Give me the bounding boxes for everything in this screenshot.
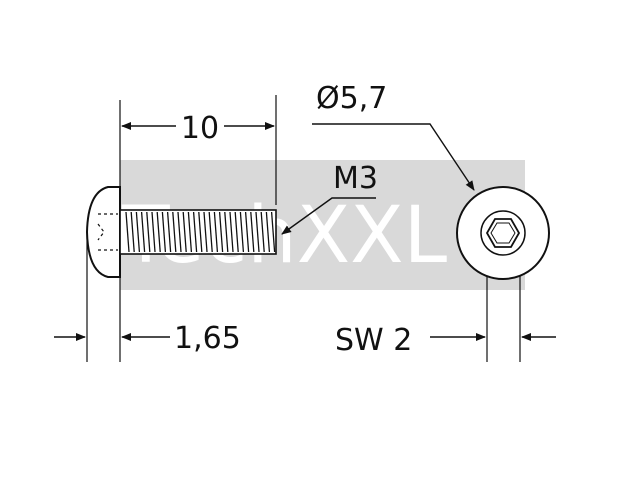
thread-line: [208, 211, 213, 253]
thread-lines: [125, 211, 276, 253]
thread-line: [182, 211, 187, 253]
screw-head: [85, 186, 121, 278]
head-outline-circle: [456, 186, 550, 280]
thread-line: [140, 211, 146, 253]
thread-line: [203, 211, 208, 253]
hex-socket-inner: [490, 222, 516, 244]
dimension-diameter: [312, 123, 475, 191]
thread-line: [250, 211, 255, 253]
thread-line: [244, 211, 250, 253]
dimension-length-label: 10: [181, 111, 219, 146]
thread-line: [156, 211, 161, 253]
dimension-key-size-label: SW 2: [335, 323, 412, 358]
thread-line: [135, 211, 141, 253]
thread-line: [172, 211, 177, 253]
dimension-head-height-label: 1,65: [174, 321, 241, 356]
dimension-thread-label: M3: [333, 161, 378, 196]
thread-line: [125, 211, 130, 253]
thread-line: [166, 211, 172, 253]
screw-side-view: [85, 186, 277, 278]
screw-shank: [119, 209, 277, 255]
thread-line: [265, 211, 271, 253]
hex-socket: [485, 218, 521, 248]
thread-line: [187, 211, 193, 253]
dimension-diameter-label: Ø5,7: [316, 81, 387, 116]
thread-line: [146, 211, 151, 253]
thread-line: [213, 211, 219, 253]
thread-line: [229, 211, 234, 253]
thread-line: [218, 211, 224, 253]
thread-line: [234, 211, 239, 253]
screw-end-view: [456, 186, 550, 280]
thread-line: [270, 211, 276, 253]
thread-line: [198, 211, 203, 253]
thread-line: [260, 211, 265, 253]
thread-line: [239, 211, 245, 253]
thread-line: [192, 211, 198, 253]
thread-line: [224, 211, 229, 253]
thread-line: [161, 211, 167, 253]
thread-line: [151, 211, 156, 253]
head-inner-circle: [480, 210, 526, 256]
thread-line: [130, 211, 135, 253]
dimension-thread: [281, 197, 376, 235]
thread-line: [177, 211, 182, 253]
thread-line: [255, 211, 260, 253]
